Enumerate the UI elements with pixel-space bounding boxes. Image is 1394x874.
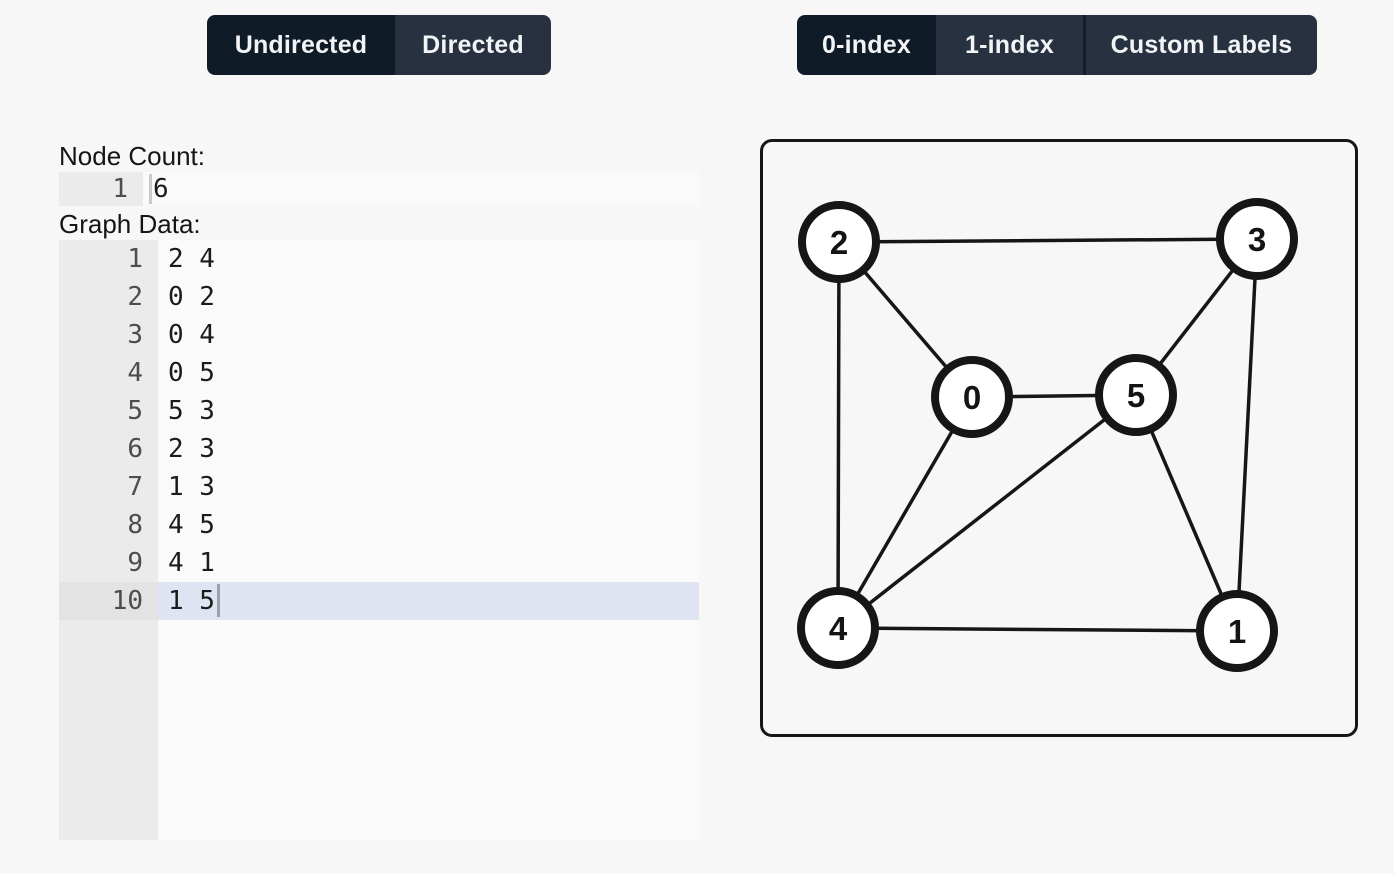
editor-line: 9 4 1	[59, 544, 699, 582]
graph-edge	[1134, 393, 1239, 633]
line-text[interactable]: 0 2	[168, 282, 215, 312]
editor-line: 3 0 4	[59, 316, 699, 354]
node-count-label: Node Count:	[59, 141, 205, 171]
graph-edge	[1235, 237, 1259, 633]
toggle-directed[interactable]: Directed	[395, 15, 551, 75]
line-text[interactable]: 4 5	[168, 510, 215, 540]
node-circle[interactable]	[1196, 590, 1278, 672]
toggle-1-index[interactable]: 1-index	[936, 15, 1083, 75]
editor-line: 8 4 5	[59, 506, 699, 544]
editor-line: 7 1 3	[59, 468, 699, 506]
node-circle[interactable]	[1216, 198, 1298, 280]
line-text[interactable]: 0 5	[168, 358, 215, 388]
text-cursor	[149, 174, 152, 204]
line-number: 5	[127, 396, 143, 426]
line-number: 8	[127, 510, 143, 540]
line-number: 7	[127, 472, 143, 502]
line-text[interactable]: 6	[153, 174, 169, 204]
line-number: 10	[59, 582, 158, 620]
node-circle[interactable]	[798, 201, 880, 283]
editor-line: 1 2 4	[59, 240, 699, 278]
line-text[interactable]: 5 3	[168, 396, 215, 426]
graph-node[interactable]: 0	[931, 356, 1013, 438]
graph-node[interactable]: 5	[1095, 354, 1177, 436]
line-text[interactable]: 2 4	[168, 244, 215, 274]
graph-edge	[836, 626, 1239, 633]
line-text[interactable]: 4 1	[168, 548, 215, 578]
line-number: 4	[127, 358, 143, 388]
direction-toggle: Undirected Directed	[207, 15, 551, 75]
toggle-undirected[interactable]: Undirected	[207, 15, 395, 75]
line-number-gutter	[59, 240, 158, 840]
graph-edge	[836, 240, 841, 630]
node-label: 2	[830, 224, 848, 261]
graph-node[interactable]: 1	[1196, 590, 1278, 672]
line-number: 1	[127, 244, 143, 274]
graph-node[interactable]: 2	[798, 201, 880, 283]
graph-data-label: Graph Data:	[59, 209, 201, 239]
index-toggle: 0-index 1-index Custom Labels	[797, 15, 1317, 75]
editor-line: 5 5 3	[59, 392, 699, 430]
graph-panel: 0 1 2 3 4 5	[760, 139, 1358, 737]
toggle-0-index[interactable]: 0-index	[797, 15, 936, 75]
graph-canvas: 0 1 2 3 4 5	[797, 198, 1298, 672]
line-number: 2	[127, 282, 143, 312]
graph-node[interactable]: 3	[1216, 198, 1298, 280]
line-number: 1	[112, 174, 128, 204]
editor-line: 6 2 3	[59, 430, 699, 468]
node-label: 0	[963, 379, 981, 416]
editor-line: 2 0 2	[59, 278, 699, 316]
node-circle[interactable]	[931, 356, 1013, 438]
node-label: 1	[1228, 613, 1246, 650]
editor-line: 4 0 5	[59, 354, 699, 392]
line-number: 3	[127, 320, 143, 350]
node-label: 5	[1127, 377, 1145, 414]
line-number: 9	[127, 548, 143, 578]
line-text[interactable]: 1 5	[158, 582, 699, 620]
graph-edge	[837, 237, 1259, 244]
graph-node[interactable]: 4	[797, 587, 879, 669]
line-text[interactable]: 2 3	[168, 434, 215, 464]
text-cursor	[217, 584, 220, 617]
node-label: 4	[829, 610, 848, 647]
line-text[interactable]: 1 3	[168, 472, 215, 502]
node-circle[interactable]	[1095, 354, 1177, 436]
node-circle[interactable]	[797, 587, 879, 669]
line-number: 6	[127, 434, 143, 464]
line-number-gutter	[59, 172, 143, 206]
node-label: 3	[1248, 221, 1266, 258]
graph-edge	[836, 393, 1138, 630]
line-text[interactable]: 0 4	[168, 320, 215, 350]
toggle-custom-labels[interactable]: Custom Labels	[1083, 15, 1317, 75]
graph-edge	[836, 395, 974, 630]
